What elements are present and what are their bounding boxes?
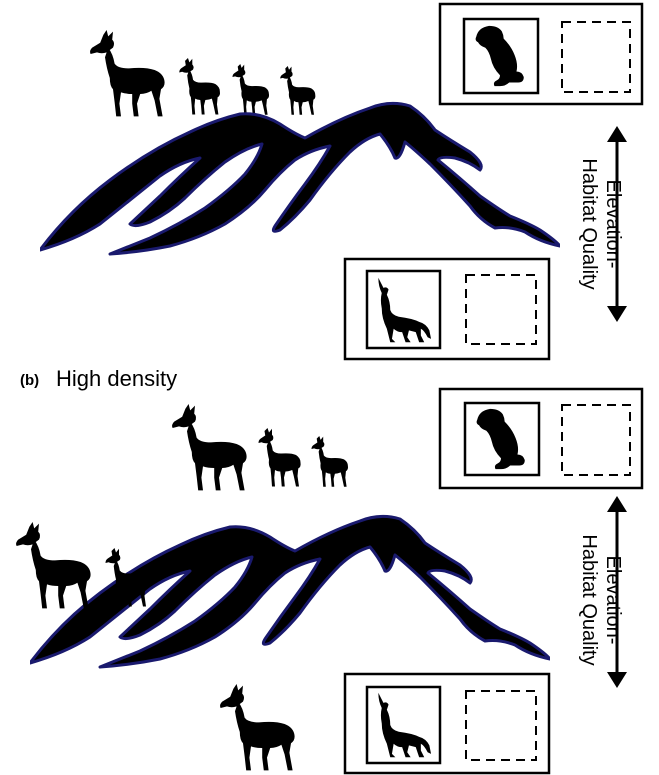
mountain-silhouette-icon — [30, 516, 550, 667]
axis-label-line2: Habitat Quality — [577, 144, 601, 304]
axis-label-line2: Habitat Quality — [577, 520, 601, 680]
fawn-silhouette-icon — [233, 64, 270, 115]
panel-label: (b) — [20, 372, 39, 389]
axis-label-b: Elevation- Habitat Quality — [577, 520, 625, 680]
cougar-zone-box — [440, 4, 642, 104]
deer-silhouette-icon — [220, 684, 295, 770]
wolf-zone-box — [345, 674, 549, 773]
deer-silhouette-icon — [90, 30, 165, 116]
panel-title: High density — [56, 366, 177, 392]
fawn-silhouette-icon — [312, 436, 349, 487]
axis-label-line1: Elevation- — [601, 144, 625, 304]
cougar-zone-box — [440, 389, 642, 488]
fawn-silhouette-icon — [179, 58, 220, 115]
fawn-silhouette-icon — [259, 428, 301, 487]
panel-b — [16, 389, 642, 773]
axis-label-a: Elevation- Habitat Quality — [577, 144, 625, 304]
mountain-silhouette-icon — [40, 103, 560, 254]
panel-a — [40, 4, 642, 359]
deer-silhouette-icon — [16, 522, 91, 608]
deer-silhouette-icon — [172, 404, 247, 490]
fawn-silhouette-icon — [280, 66, 315, 115]
axis-label-line1: Elevation- — [601, 520, 625, 680]
wolf-zone-box — [345, 259, 549, 359]
